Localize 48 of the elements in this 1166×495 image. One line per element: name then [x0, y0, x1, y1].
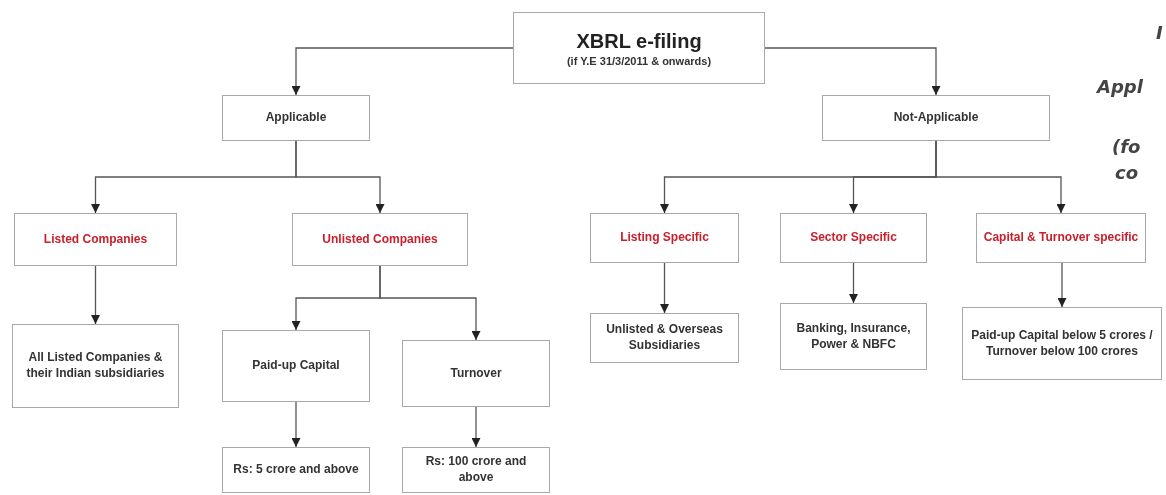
category-box [590, 213, 739, 263]
note-fragment: I [1156, 22, 1163, 43]
node-label: Listed Companies [43, 231, 148, 248]
root-box [513, 12, 765, 84]
category-box [780, 213, 927, 263]
process-box [402, 447, 550, 493]
arrow [379, 265, 481, 341]
node-label: Unlisted & Overseas Subsidiaries [605, 322, 724, 354]
category-box [976, 213, 1146, 263]
arrow [1057, 262, 1067, 308]
node-label: Turnover [450, 365, 502, 382]
arrow [660, 262, 669, 314]
node-label: Rs: 100 crore and above [424, 454, 528, 486]
note-fragment: co [1115, 162, 1139, 183]
node-label: Listing Specific [620, 230, 709, 246]
arrow [295, 140, 385, 214]
process-box [12, 324, 179, 408]
node-label: Paid-up Capital [252, 358, 340, 374]
node-label: Paid-up Capital below 5 crores / Turnover below 100 crores [970, 327, 1154, 360]
note-fragment: Appl [1097, 76, 1143, 97]
process-box [962, 307, 1162, 380]
node-label: All Listed Companies & their Indian subsidiaries [25, 350, 166, 382]
node-label: Banking, Insurance, Power & NBFC [795, 320, 912, 353]
node-label: Applicable [265, 110, 327, 126]
node-label: Capital & Turnover specific [983, 230, 1139, 246]
process-box [780, 303, 927, 370]
node-label: Rs: 5 crore and above [233, 462, 359, 478]
arrow [935, 140, 1066, 214]
process-box [402, 340, 550, 407]
category-box [14, 213, 177, 266]
note-fragment: (fo [1112, 136, 1141, 157]
arrow [291, 47, 514, 96]
node-subheading: (if Y.E 31/3/2011 & onwards) [566, 53, 712, 69]
arrow [764, 47, 941, 96]
arrow [291, 401, 301, 448]
process-box [822, 95, 1050, 141]
node-label: Not-Applicable [893, 110, 979, 126]
process-box [222, 330, 370, 402]
node-label: Unlisted Companies [322, 231, 438, 248]
process-box [590, 313, 739, 363]
process-box [222, 447, 370, 493]
arrow [471, 406, 481, 448]
node-label: Sector Specific [810, 230, 897, 246]
process-box [222, 95, 370, 141]
category-box [292, 213, 468, 266]
arrow [91, 265, 100, 325]
node-heading: XBRL e-filing [576, 28, 702, 54]
arrow [849, 262, 858, 304]
